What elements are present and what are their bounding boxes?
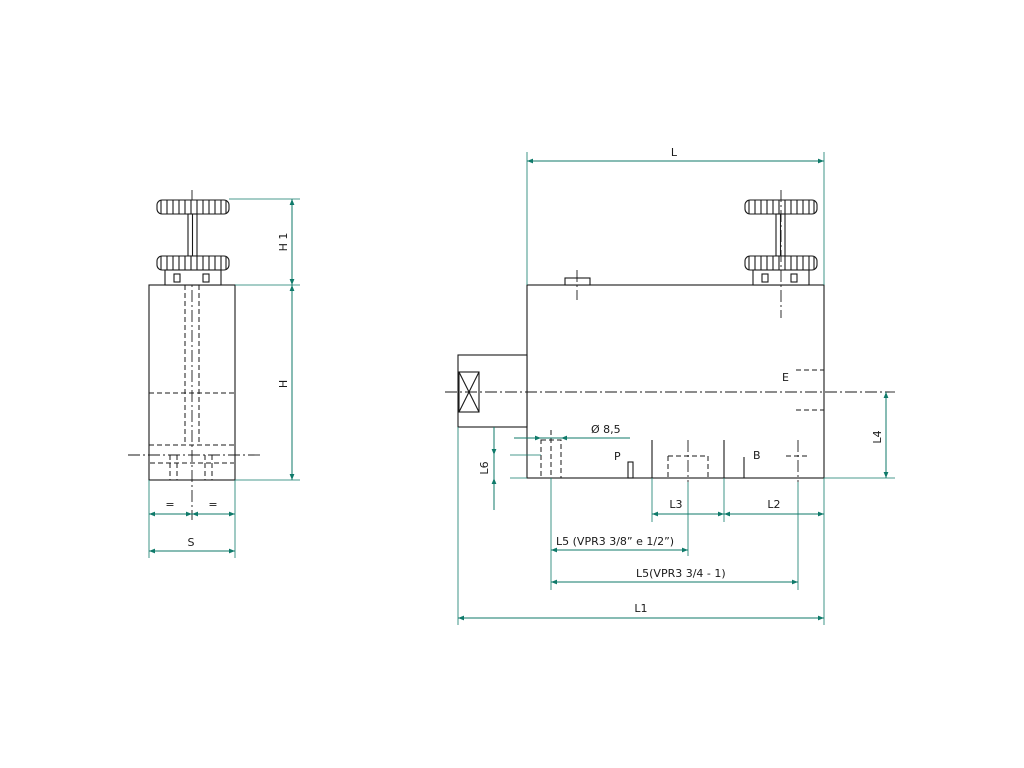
dim-l6-label: L6 (478, 461, 491, 474)
dim-h-label: H (277, 380, 290, 388)
dim-l-label: L (671, 146, 678, 159)
port-e-label: E (782, 371, 789, 384)
dim-s-label: S (188, 536, 195, 549)
dim-h1-label: H 1 (277, 233, 290, 252)
side-view: H 1 H = = S (128, 190, 300, 558)
dim-equal-right-label: = (208, 498, 217, 511)
dim-equal-left-label: = (165, 498, 174, 511)
port-p-symbol (627, 461, 634, 479)
port-b-label: B (753, 449, 761, 462)
side-view-knob (156, 199, 230, 286)
dim-l2-label: L2 (767, 498, 780, 511)
dim-hole-diameter-label: Ø 8,5 (591, 423, 621, 436)
front-view-knob (744, 190, 818, 318)
front-view: E P B L L4 L6 Ø 8,5 (445, 146, 895, 625)
dim-l3-label: L3 (669, 498, 682, 511)
dim-l1-label: L1 (634, 602, 647, 615)
front-view-body (526, 284, 825, 479)
dim-l5-small-label: L5 (VPR3 3/8” e 1/2”) (556, 535, 674, 548)
dim-l5-large-label: L5(VPR3 3/4 - 1) (636, 567, 726, 580)
dim-l4-label: L4 (871, 430, 884, 443)
port-p-label: P (614, 450, 621, 463)
